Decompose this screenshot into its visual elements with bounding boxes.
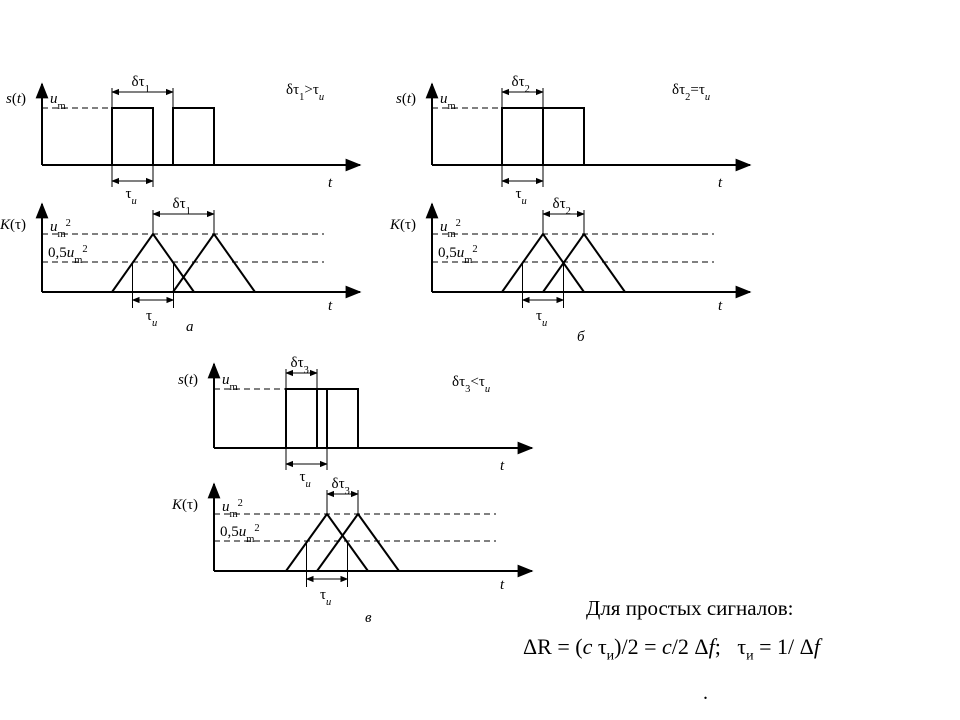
- peak-level-label: um2: [440, 218, 461, 240]
- footer-dot: .: [703, 682, 708, 704]
- relation-label: δτ2=τи: [672, 82, 710, 103]
- s-time-label: t: [718, 175, 723, 191]
- half-level-label: 0,5um2: [438, 244, 478, 266]
- relation-label: δτ3<τи: [452, 374, 490, 395]
- correlation-peak-2: [316, 512, 400, 572]
- s-time-label: t: [500, 458, 505, 474]
- s-axis-label: s(t): [178, 372, 198, 388]
- correlation-peak-1: [111, 232, 195, 293]
- tau-label: τи: [300, 469, 311, 490]
- k-tau-label: τи: [320, 587, 331, 608]
- k-tau-label: τи: [536, 308, 547, 329]
- pulse-1: [111, 107, 154, 165]
- pulse-1: [501, 107, 544, 165]
- panel-caption: в: [365, 610, 372, 626]
- panel-caption: а: [186, 319, 194, 335]
- delta-label: δτ1: [132, 74, 150, 95]
- pulse-2: [316, 388, 359, 448]
- k-time-label: t: [500, 577, 505, 593]
- s-axis-label: s(t): [396, 91, 416, 107]
- delta-label: δτ3: [291, 355, 309, 376]
- amplitude-label: um: [222, 372, 238, 393]
- pulse-2: [542, 107, 585, 165]
- k-axis-label: K(τ): [171, 497, 198, 513]
- panel-caption: б: [577, 329, 585, 345]
- tau-label: τи: [516, 186, 527, 207]
- k-time-label: t: [328, 298, 333, 314]
- correlation-peak-1: [501, 232, 585, 293]
- amplitude-label: um: [440, 91, 456, 112]
- peak-level-label: um2: [50, 218, 71, 240]
- correlation-peak-2: [542, 232, 626, 293]
- s-time-label: t: [328, 175, 333, 191]
- pulse-2: [172, 107, 215, 165]
- peak-level-label: um2: [222, 498, 243, 520]
- k-time-label: t: [718, 298, 723, 314]
- footer-formula: ΔR = (c τи)/2 = c/2 Δf; τи = 1/ Δf: [523, 634, 820, 664]
- k-delta-label: δτ3: [332, 476, 350, 497]
- k-delta-label: δτ1: [173, 196, 191, 217]
- k-axis-label: K(τ): [0, 217, 26, 233]
- half-level-label: 0,5um2: [48, 244, 88, 266]
- correlation-peak-1: [285, 512, 369, 572]
- half-level-label: 0,5um2: [220, 523, 260, 545]
- pulse-1: [285, 388, 328, 448]
- s-axis-label: s(t): [6, 91, 26, 107]
- relation-label: δτ1>τи: [286, 82, 324, 103]
- amplitude-label: um: [50, 91, 66, 112]
- k-delta-label: δτ2: [553, 196, 571, 217]
- k-axis-label: K(τ): [389, 217, 416, 233]
- correlation-peak-2: [172, 232, 256, 293]
- k-tau-label: τи: [146, 308, 157, 329]
- tau-label: τи: [126, 186, 137, 207]
- delta-label: δτ2: [512, 74, 530, 95]
- footer-heading: Для простых сигналов:: [586, 596, 794, 620]
